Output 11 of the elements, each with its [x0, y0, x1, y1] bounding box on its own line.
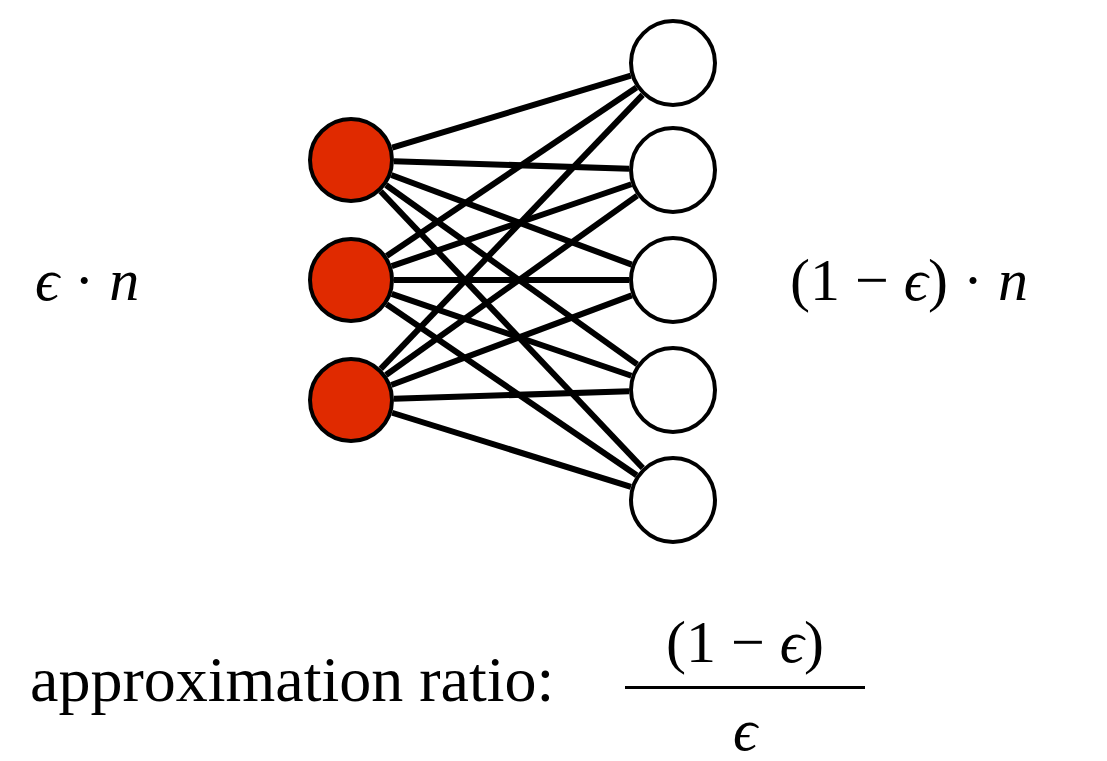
edge-line	[394, 277, 629, 283]
edge-line	[393, 388, 630, 402]
edge-line	[385, 85, 639, 259]
edge-line	[378, 189, 645, 471]
edge-line	[378, 92, 645, 371]
set-size-label: ϵ · n	[35, 250, 140, 310]
fraction-denominator: ϵ	[733, 700, 758, 760]
edge-line	[384, 301, 639, 478]
edge-line	[391, 72, 632, 151]
edge-line	[391, 409, 632, 490]
edge-line	[393, 158, 630, 172]
